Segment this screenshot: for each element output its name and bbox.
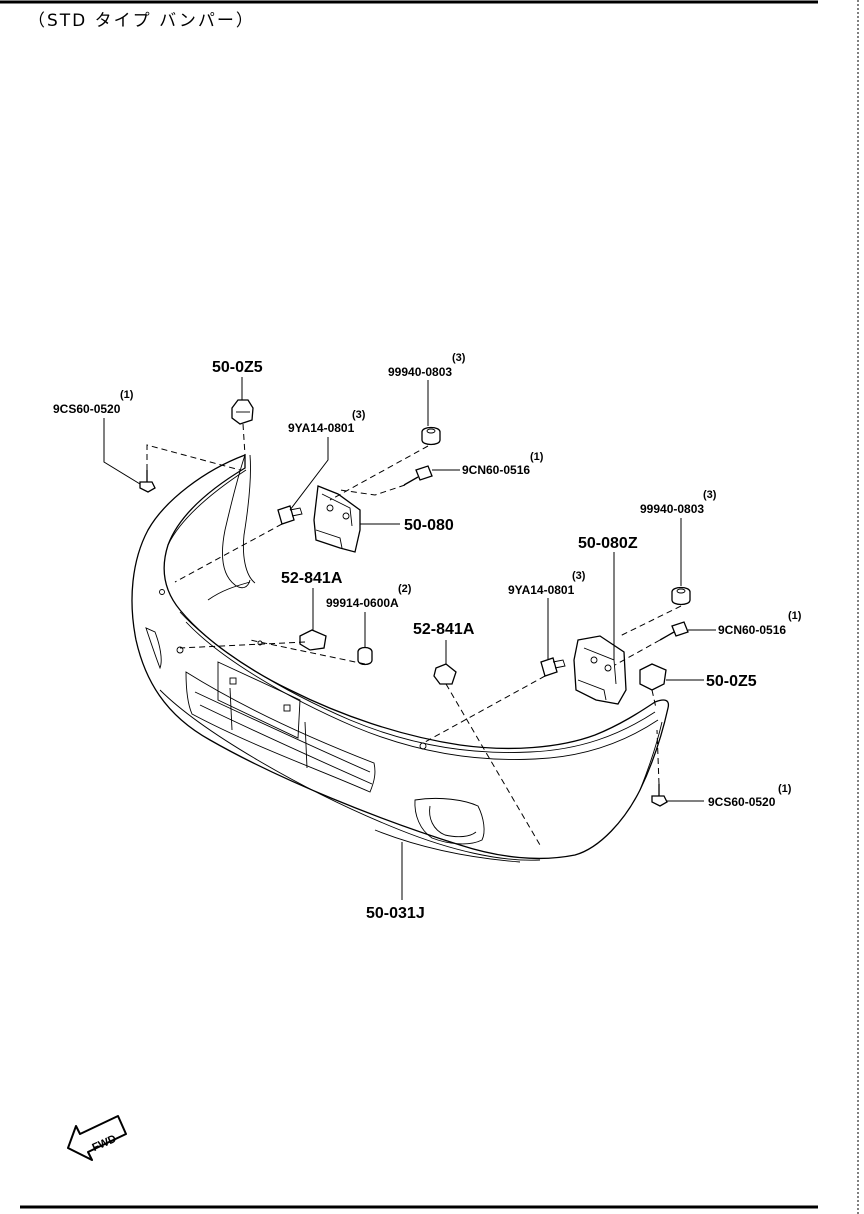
label-9cn60-0516-right: 9CN60-0516 bbox=[718, 623, 786, 637]
fwd-arrow-icon: FWD bbox=[67, 1115, 127, 1161]
label-9cn60-0516-top: 9CN60-0516 bbox=[462, 463, 530, 477]
label-9ya14-0801-left: 9YA14-0801 bbox=[288, 421, 355, 435]
clip-9ya14-0801-right bbox=[540, 657, 566, 677]
clip-52-841a-mid bbox=[433, 663, 457, 685]
clip-50-0z5-top bbox=[231, 399, 254, 425]
label-9cs60-0520-right: 9CS60-0520 bbox=[708, 795, 776, 809]
qty-99914-0600a: (2) bbox=[398, 583, 412, 595]
assembly-dashed-lines bbox=[146, 423, 682, 846]
qty-99940-0803-right: (3) bbox=[703, 489, 717, 501]
label-9ya14-0801-right: 9YA14-0801 bbox=[508, 583, 575, 597]
label-50-031j: 50-031J bbox=[366, 905, 425, 922]
label-99914-0600a: 99914-0600A bbox=[326, 596, 399, 610]
label-50-0z5-right: 50-0Z5 bbox=[706, 673, 757, 690]
qty-9cs60-0520-right: (1) bbox=[778, 783, 792, 795]
label-52-841a-left: 52-841A bbox=[281, 570, 343, 587]
bolt-9cn60-0516-top bbox=[403, 465, 433, 486]
label-52-841a-mid: 52-841A bbox=[413, 621, 475, 638]
nut-99914-0600a bbox=[357, 646, 373, 666]
screw-9cs60-0520-right bbox=[651, 784, 668, 807]
label-9cs60-0520-left: 9CS60-0520 bbox=[53, 402, 121, 416]
screw-9cs60-0520-left bbox=[139, 470, 156, 493]
label-99940-0803-right: 99940-0803 bbox=[640, 502, 704, 516]
bracket-50-080z bbox=[573, 635, 627, 705]
nut-99940-0803-top bbox=[421, 426, 441, 446]
label-99940-0803-top: 99940-0803 bbox=[388, 365, 452, 379]
qty-9ya14-0801-right: (3) bbox=[572, 570, 586, 582]
label-50-080: 50-080 bbox=[404, 517, 454, 534]
bolt-9cn60-0516-right bbox=[659, 621, 689, 641]
qty-9cn60-0516-top: (1) bbox=[530, 451, 544, 463]
label-50-0z5-top: 50-0Z5 bbox=[212, 359, 263, 376]
qty-9cn60-0516-right: (1) bbox=[788, 610, 802, 622]
page-title: （STD タイプ バンパー） bbox=[28, 11, 255, 31]
clip-9ya14-0801-left bbox=[277, 505, 303, 525]
label-50-080z: 50-080Z bbox=[578, 535, 638, 552]
nut-99940-0803-right bbox=[671, 586, 691, 606]
qty-9ya14-0801-left: (3) bbox=[352, 409, 366, 421]
leader-lines bbox=[103, 377, 716, 900]
bumper-cover bbox=[131, 454, 670, 863]
bracket-50-080 bbox=[313, 485, 361, 553]
qty-9cs60-0520-left: (1) bbox=[120, 389, 134, 401]
qty-99940-0803-top: (3) bbox=[452, 352, 466, 364]
clip-50-0z5-right bbox=[639, 663, 667, 691]
